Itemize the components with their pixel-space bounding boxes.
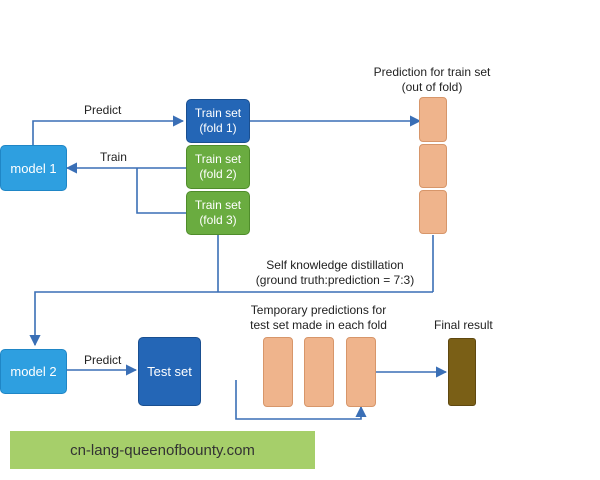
predict-label-top: Predict bbox=[84, 103, 122, 117]
train-prediction-title: Prediction for train set (out of fold) bbox=[373, 65, 491, 94]
predict-label-bottom: Predict bbox=[84, 353, 122, 367]
watermark-text: cn-lang-queenofbounty.com bbox=[70, 441, 255, 459]
oof-prediction-block-2 bbox=[419, 144, 447, 188]
final-result-label: Final result bbox=[434, 318, 493, 332]
fold-3-label: Train set (fold 3) bbox=[194, 198, 242, 227]
test-set-label: Test set bbox=[147, 364, 192, 379]
line-fold3-to-train bbox=[136, 168, 186, 214]
model-2-box: model 2 bbox=[0, 349, 67, 394]
final-result-block bbox=[448, 338, 476, 406]
fold-2-label: Train set (fold 2) bbox=[194, 152, 242, 181]
model-1-label: model 1 bbox=[10, 160, 57, 176]
temp-prediction-fold-3 bbox=[346, 337, 376, 407]
oof-prediction-block-1 bbox=[419, 97, 447, 142]
arrow-distill-to-model2 bbox=[29, 291, 433, 347]
arrow-testset-to-temp bbox=[235, 380, 367, 420]
fold-1-label: Train set (fold 1) bbox=[194, 106, 242, 135]
model-1-box: model 1 bbox=[0, 145, 67, 191]
temp-prediction-fold-2 bbox=[304, 337, 334, 407]
test-set-box: Test set bbox=[138, 337, 201, 406]
train-set-fold-2: Train set (fold 2) bbox=[186, 145, 250, 189]
train-set-fold-3: Train set (fold 3) bbox=[186, 191, 250, 235]
arrow-predict-to-fold1 bbox=[32, 115, 185, 145]
temp-prediction-fold-1 bbox=[263, 337, 293, 407]
watermark-banner: cn-lang-queenofbounty.com bbox=[10, 431, 315, 469]
oof-prediction-block-3 bbox=[419, 190, 447, 234]
train-set-fold-1: Train set (fold 1) bbox=[186, 99, 250, 143]
train-label: Train bbox=[100, 150, 127, 164]
model-2-label: model 2 bbox=[10, 364, 57, 379]
distillation-label: Self knowledge distillation (ground trut… bbox=[255, 258, 415, 287]
temp-predictions-title: Temporary predictions for test set made … bbox=[250, 303, 387, 332]
